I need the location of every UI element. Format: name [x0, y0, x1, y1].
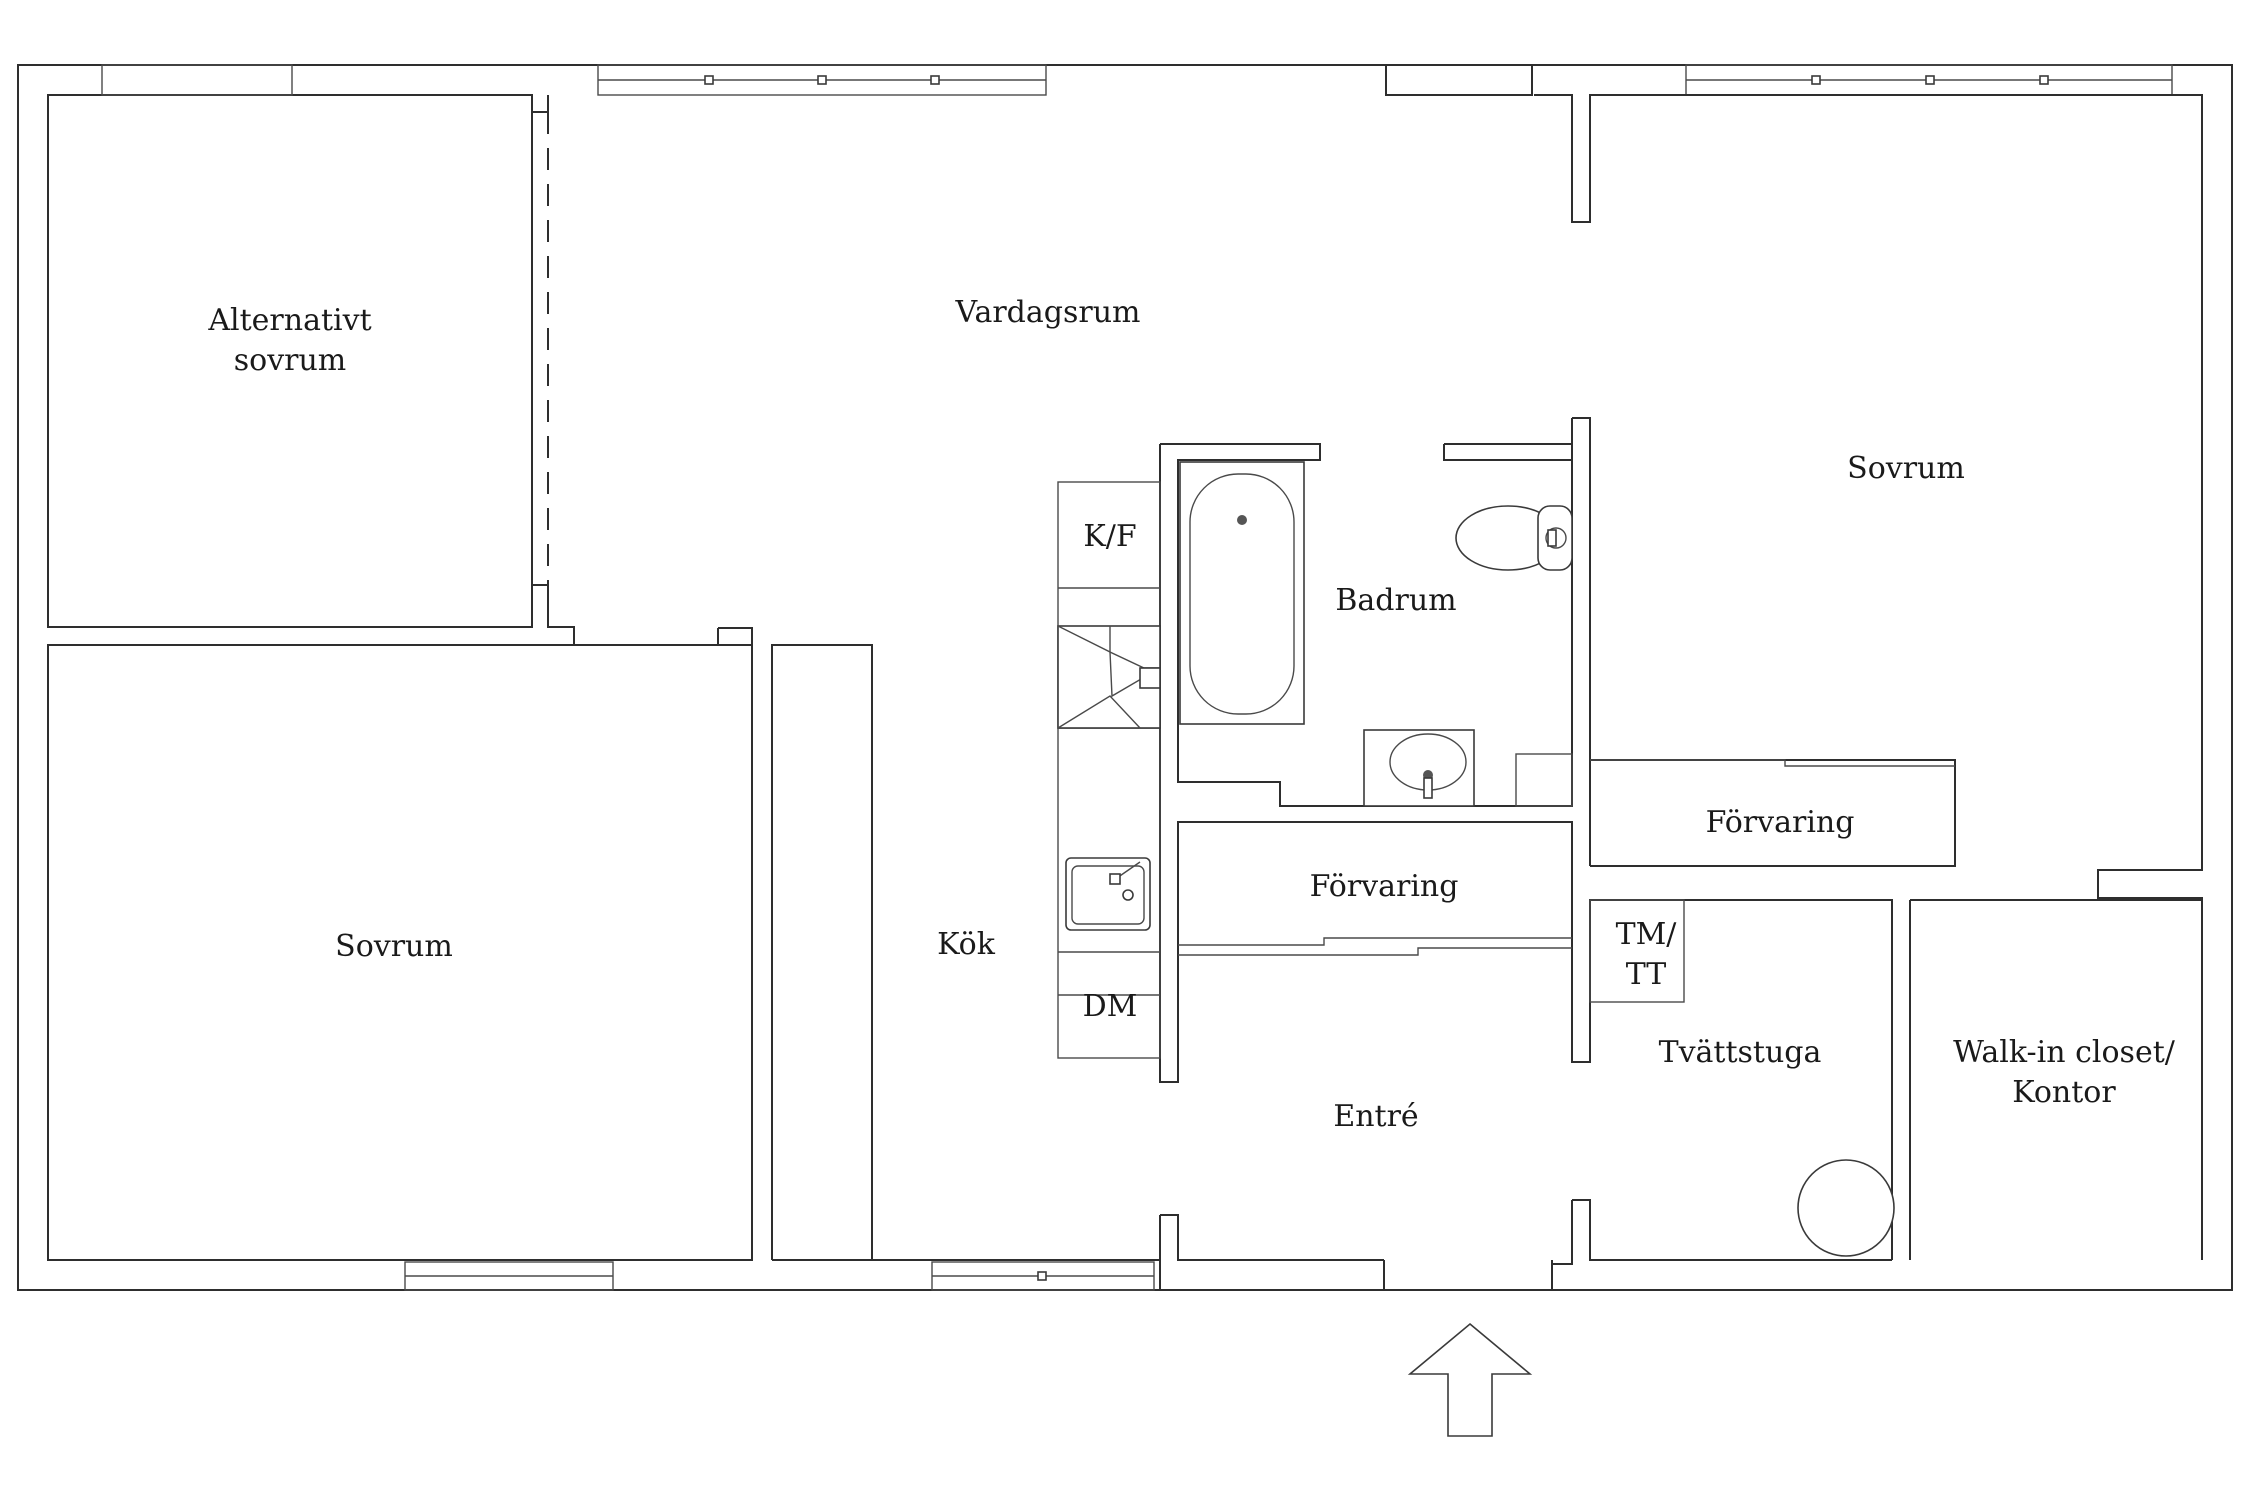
room-labels: Alternativt sovrum Vardagsrum Sovrum Sov…	[207, 295, 2175, 1134]
label-entrance: Entré	[1333, 1099, 1418, 1134]
laundry-drum-icon	[1797, 1159, 1895, 1257]
label-storage-right: Förvaring	[1706, 805, 1855, 840]
label-dishwasher: DM	[1083, 989, 1138, 1024]
label-bedroom-left: Sovrum	[335, 929, 453, 964]
label-washer-dryer-line2: TT	[1626, 957, 1667, 992]
label-closet-line2: Kontor	[2012, 1075, 2116, 1110]
interior-walls	[48, 65, 2203, 1290]
stove-icon	[1057, 625, 1161, 729]
windows-bottom	[404, 1261, 1155, 1291]
label-fridge-freezer: K/F	[1083, 519, 1136, 554]
kitchen-counter	[1057, 481, 1161, 1059]
label-closet-line1: Walk-in closet/	[1953, 1035, 2176, 1070]
toilet-icon	[1455, 505, 1573, 571]
entrance-arrow-icon	[1407, 1322, 1533, 1437]
label-washer-dryer-line1: TM/	[1616, 917, 1678, 952]
kitchen-sink-icon	[1065, 857, 1151, 931]
label-kitchen: Kök	[937, 927, 996, 962]
label-bathroom: Badrum	[1335, 583, 1456, 618]
label-alt-bedroom-line2: sovrum	[234, 343, 347, 378]
label-living-room: Vardagsrum	[955, 295, 1141, 330]
bathtub-icon	[1179, 461, 1305, 725]
washbasin-icon	[1363, 729, 1573, 807]
windows-top	[101, 64, 2173, 96]
label-alt-bedroom-line1: Alternativt	[207, 303, 371, 338]
label-laundry: Tvättstuga	[1659, 1035, 1822, 1070]
label-bedroom-right: Sovrum	[1847, 451, 1965, 486]
label-storage-center: Förvaring	[1310, 869, 1459, 904]
